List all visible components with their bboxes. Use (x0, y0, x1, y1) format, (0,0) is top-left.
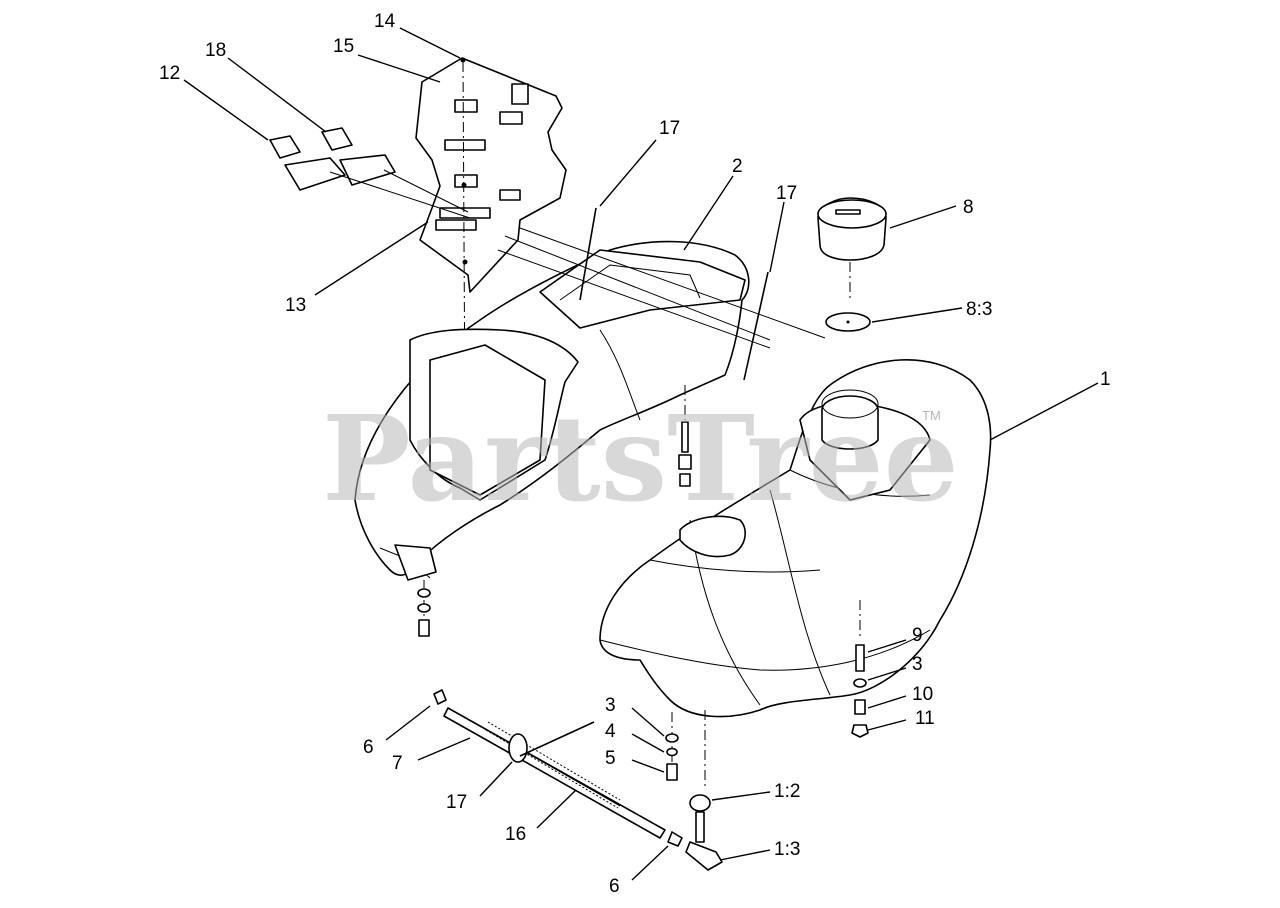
callout-8-3: 8:3 (966, 299, 992, 320)
callout-6-left: 6 (363, 737, 374, 758)
fuel-hose (433, 689, 683, 847)
switch-assembly (269, 127, 471, 219)
callout-2: 2 (732, 156, 743, 177)
fuel-cap (817, 197, 887, 332)
fuel-tank (599, 359, 992, 790)
callout-5: 5 (605, 748, 616, 769)
callout-4: 4 (605, 721, 616, 742)
callout-labels: 14 15 18 12 13 17 2 17 8 8:3 1 9 3 10 11… (159, 11, 1111, 897)
callout-9: 9 (912, 625, 923, 646)
callout-16: 16 (505, 824, 526, 845)
callout-1: 1 (1100, 369, 1111, 390)
center-hardware (665, 712, 679, 781)
callout-14: 14 (374, 11, 396, 32)
callout-1-3: 1:3 (774, 839, 800, 860)
right-hardware (851, 644, 869, 738)
fender-shroud (354, 227, 826, 581)
control-panel-plate (415, 57, 567, 421)
callout-1-2: 1:2 (774, 781, 800, 802)
callout-3-center: 3 (605, 695, 616, 716)
watermark-tm: TM (922, 408, 941, 423)
callout-13: 13 (285, 295, 306, 316)
callout-17-top: 17 (659, 118, 680, 139)
callout-15: 15 (333, 36, 354, 57)
shroud-screws (579, 207, 769, 487)
callout-12: 12 (159, 63, 180, 84)
callout-3-right: 3 (912, 654, 923, 675)
callout-8: 8 (963, 197, 974, 218)
watermark: PartsTree (322, 389, 959, 528)
fuel-fittings (685, 794, 723, 871)
callout-11: 11 (915, 708, 935, 729)
leader-lines (183, 27, 1099, 881)
callout-10: 10 (912, 684, 933, 705)
left-hardware (417, 580, 431, 640)
callout-17-right: 17 (776, 183, 797, 204)
callout-18: 18 (205, 40, 226, 61)
callout-6-bottom: 6 (609, 876, 620, 897)
callout-17-bottom: 17 (446, 792, 467, 813)
callout-7: 7 (392, 753, 403, 774)
